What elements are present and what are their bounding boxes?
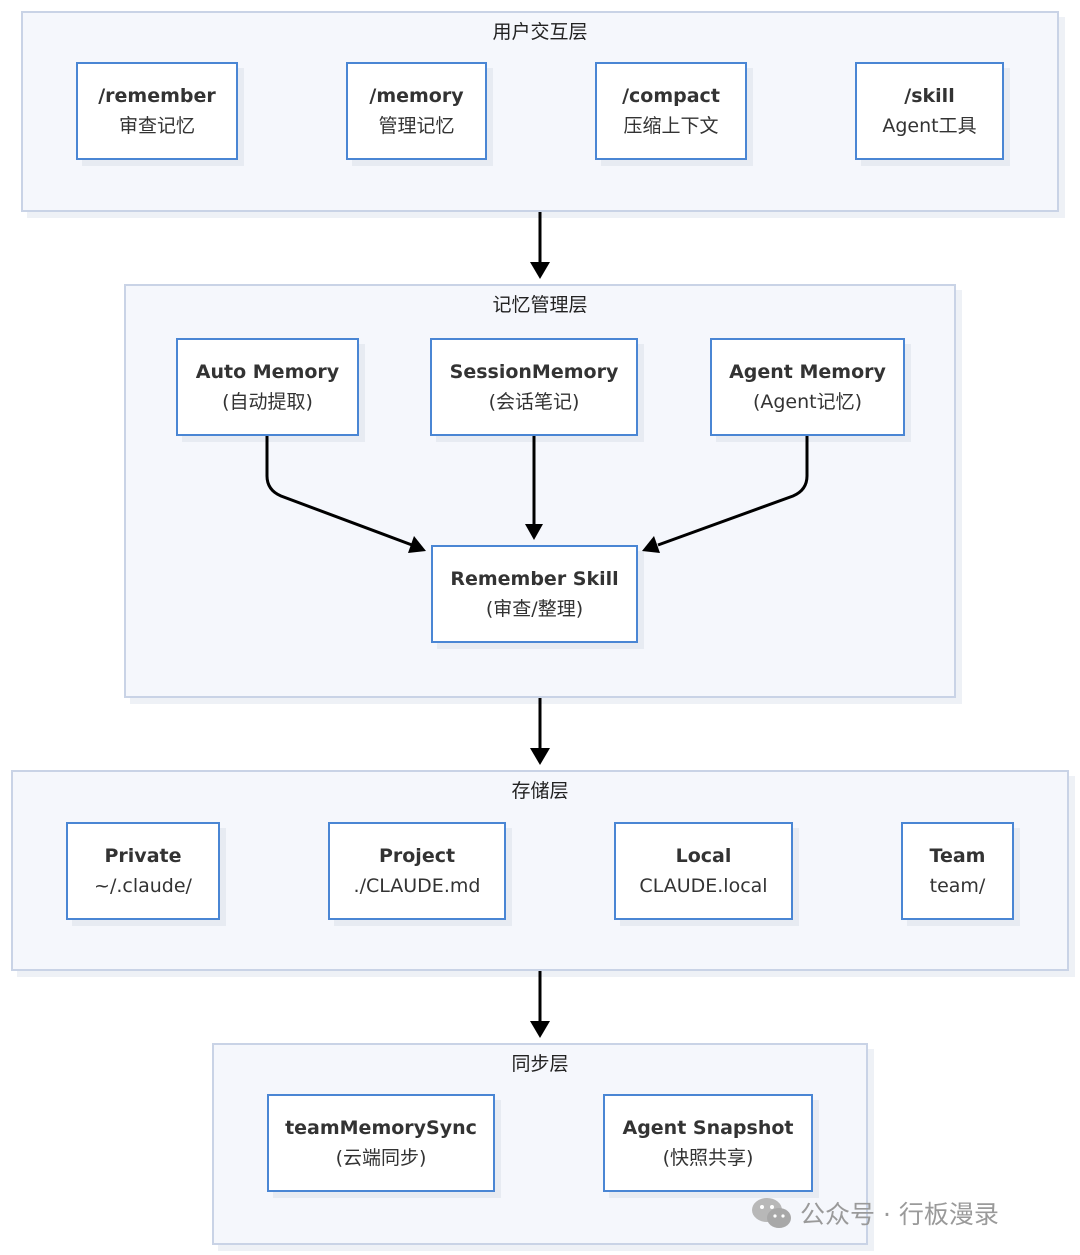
node-subtitle: (自动提取) — [222, 391, 313, 413]
node-team-memory-sync: teamMemorySync (云端同步) — [267, 1094, 495, 1192]
layer-title: 存储层 — [511, 780, 569, 802]
node-title: /remember — [98, 85, 216, 107]
node-remember-skill: Remember Skill (审查/整理) — [431, 545, 638, 643]
node-title: Team — [929, 845, 986, 867]
node-title: Auto Memory — [195, 361, 340, 383]
node-title: /skill — [904, 85, 955, 107]
node-subtitle: (云端同步) — [335, 1147, 427, 1169]
node-project-storage: Project ./CLAUDE.md — [328, 822, 506, 920]
node-subtitle: team/ — [929, 875, 986, 897]
node-memory-command: /memory 管理记忆 — [346, 62, 487, 160]
node-title: /compact — [622, 85, 720, 107]
arrow-memory-to-storage-head — [530, 748, 550, 765]
node-agent-memory: Agent Memory (Agent记忆) — [710, 338, 905, 436]
arrow-user-to-memory-head — [530, 262, 550, 279]
node-remember-command: /remember 审查记忆 — [76, 62, 238, 160]
node-title: Private — [104, 845, 182, 867]
node-subtitle: (会话笔记) — [488, 391, 580, 413]
node-subtitle: ./CLAUDE.md — [353, 875, 481, 897]
node-title: Remember Skill — [450, 568, 619, 590]
watermark: 公众号 · 行板漫录 — [750, 1193, 999, 1233]
node-subtitle: 压缩上下文 — [623, 115, 719, 137]
arrow-storage-to-sync-head — [530, 1021, 550, 1038]
node-team-storage: Team team/ — [901, 822, 1014, 920]
layer-title: 用户交互层 — [492, 21, 588, 43]
node-compact-command: /compact 压缩上下文 — [595, 62, 747, 160]
layer-title: 记忆管理层 — [492, 294, 588, 316]
node-local-storage: Local CLAUDE.local — [614, 822, 793, 920]
node-agent-snapshot: Agent Snapshot (快照共享) — [603, 1094, 813, 1192]
node-subtitle: 管理记忆 — [378, 115, 455, 137]
node-subtitle: (Agent记忆) — [752, 391, 863, 413]
node-title: Local — [675, 845, 732, 867]
node-subtitle: CLAUDE.local — [639, 875, 768, 897]
node-title: Project — [378, 845, 456, 867]
node-title: SessionMemory — [449, 361, 619, 383]
wechat-icon — [752, 1198, 791, 1228]
node-subtitle: 审查记忆 — [118, 115, 195, 137]
node-title: Agent Snapshot — [622, 1117, 794, 1139]
node-auto-memory: Auto Memory (自动提取) — [176, 338, 359, 436]
node-title: teamMemorySync — [285, 1117, 477, 1139]
node-title: /memory — [369, 85, 464, 107]
node-private-storage: Private ~/.claude/ — [66, 822, 220, 920]
node-subtitle: Agent工具 — [882, 115, 977, 137]
node-title: Agent Memory — [729, 361, 886, 383]
node-skill-command: /skill Agent工具 — [855, 62, 1004, 160]
watermark-text: 公众号 · 行板漫录 — [800, 1200, 999, 1229]
node-session-memory: SessionMemory (会话笔记) — [430, 338, 638, 436]
node-subtitle: (审查/整理) — [485, 598, 584, 620]
layer-title: 同步层 — [511, 1053, 569, 1075]
node-subtitle: (快照共享) — [662, 1147, 754, 1169]
node-subtitle: ~/.claude/ — [94, 875, 192, 897]
